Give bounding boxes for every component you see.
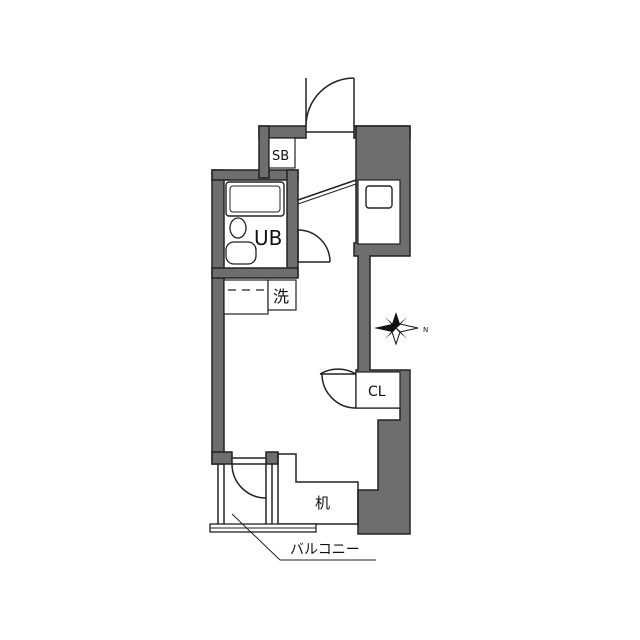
wall-sb-left xyxy=(258,125,270,179)
sink-icon xyxy=(229,217,247,239)
closet-label: CL xyxy=(368,384,386,400)
balcony-leader-line xyxy=(231,513,281,561)
wall-bath-top xyxy=(211,169,299,181)
wall-bath-bottom xyxy=(211,267,299,279)
ub-label: UB xyxy=(254,226,282,250)
entrance-step-line-2 xyxy=(297,183,357,205)
desk-label: 机 xyxy=(315,494,330,512)
washer-label: 洗 xyxy=(273,287,289,306)
compass-north-label: N xyxy=(423,326,428,334)
sb-label: SB xyxy=(272,149,289,164)
entrance-door-swing-icon xyxy=(305,77,355,127)
bathtub-icon xyxy=(225,181,285,217)
closet-door-arc xyxy=(321,373,357,409)
washer-box xyxy=(267,279,297,311)
closet xyxy=(355,371,401,409)
wall-bottom-mid xyxy=(265,451,279,465)
desk-outline xyxy=(277,453,359,525)
balcony-label: バルコニー xyxy=(290,542,360,558)
wall-bottom-left xyxy=(211,451,233,465)
compass-icon xyxy=(374,312,419,346)
washer-space xyxy=(223,279,269,315)
balcony-door xyxy=(217,457,273,524)
bathtub-inner xyxy=(229,185,281,213)
closet-door-swing-icon xyxy=(319,368,357,375)
wall-bath-right xyxy=(286,169,299,277)
stove-icon xyxy=(365,185,393,209)
balcony-door-swing-icon xyxy=(231,463,267,499)
wall-left xyxy=(211,169,225,465)
bath-door-swing-icon xyxy=(297,229,331,263)
entrance-step-line xyxy=(297,179,357,201)
toilet-icon xyxy=(225,241,257,265)
